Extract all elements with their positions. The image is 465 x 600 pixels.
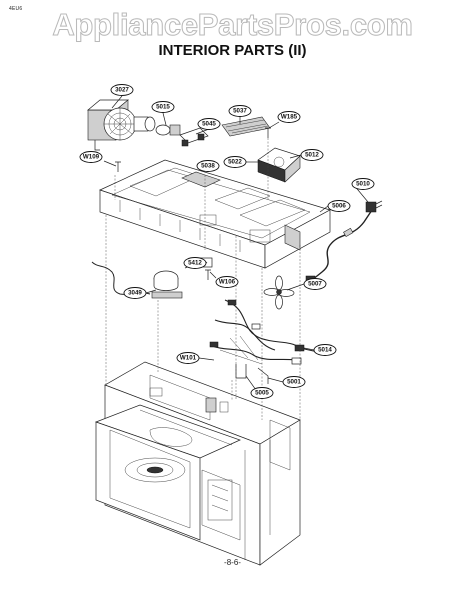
callout-W101: W101 xyxy=(176,352,200,364)
callout-5015: 5015 xyxy=(151,101,175,113)
base-plate xyxy=(99,159,331,269)
callout-5412: 5412 xyxy=(183,257,207,269)
svg-text:5015: 5015 xyxy=(156,104,170,111)
oven-cabinet xyxy=(94,361,301,566)
callout-3027: 3027 xyxy=(110,84,134,96)
document-code: 4EU6 xyxy=(9,6,23,12)
callout-W109: W109 xyxy=(79,151,103,163)
callout-5005: 5005 xyxy=(250,387,274,399)
svg-text:5037: 5037 xyxy=(233,108,247,115)
svg-text:W101: W101 xyxy=(180,355,197,362)
callout-3049: 3049 xyxy=(123,287,147,299)
svg-text:5001: 5001 xyxy=(287,379,301,386)
callout-5045: 5045 xyxy=(197,118,221,130)
fan-blade xyxy=(263,275,295,310)
callout-W106: W106 xyxy=(215,276,239,288)
svg-text:5022: 5022 xyxy=(228,159,242,166)
callout-5022: 5022 xyxy=(223,156,247,168)
callout-W185: W185 xyxy=(277,111,301,123)
callout-5037: 5037 xyxy=(228,105,252,117)
svg-text:5014: 5014 xyxy=(318,347,332,354)
callout-5012: 5012 xyxy=(300,149,324,161)
svg-text:5412: 5412 xyxy=(188,260,202,267)
callout-5001: 5001 xyxy=(282,376,306,388)
svg-text:5006: 5006 xyxy=(332,203,346,210)
svg-text:W106: W106 xyxy=(219,279,236,286)
callout-5038: 5038 xyxy=(196,160,220,172)
svg-text:3027: 3027 xyxy=(115,87,129,94)
svg-text:W185: W185 xyxy=(281,114,298,121)
watermark: AppliancePartsPros.com xyxy=(52,7,414,43)
svg-text:5010: 5010 xyxy=(356,181,370,188)
page-number: -8-6- xyxy=(224,558,241,567)
part-5012-motor xyxy=(257,147,301,183)
part-5037-filter xyxy=(221,116,271,137)
svg-text:5012: 5012 xyxy=(305,152,319,159)
power-cord xyxy=(305,200,383,282)
callout-5010: 5010 xyxy=(351,178,375,190)
callout-5007: 5007 xyxy=(303,278,327,290)
svg-text:3049: 3049 xyxy=(128,290,142,297)
svg-text:5005: 5005 xyxy=(255,390,269,397)
svg-text:W109: W109 xyxy=(83,154,100,161)
svg-text:5007: 5007 xyxy=(308,281,322,288)
callout-5014: 5014 xyxy=(313,344,337,356)
blower-assembly xyxy=(87,99,156,151)
wiring-harness xyxy=(209,299,319,384)
svg-text:5038: 5038 xyxy=(201,163,215,170)
callout-5006: 5006 xyxy=(327,200,351,212)
part-5015-body xyxy=(155,124,181,136)
svg-text:5045: 5045 xyxy=(202,121,216,128)
page-title: INTERIOR PARTS (II) xyxy=(158,42,307,59)
